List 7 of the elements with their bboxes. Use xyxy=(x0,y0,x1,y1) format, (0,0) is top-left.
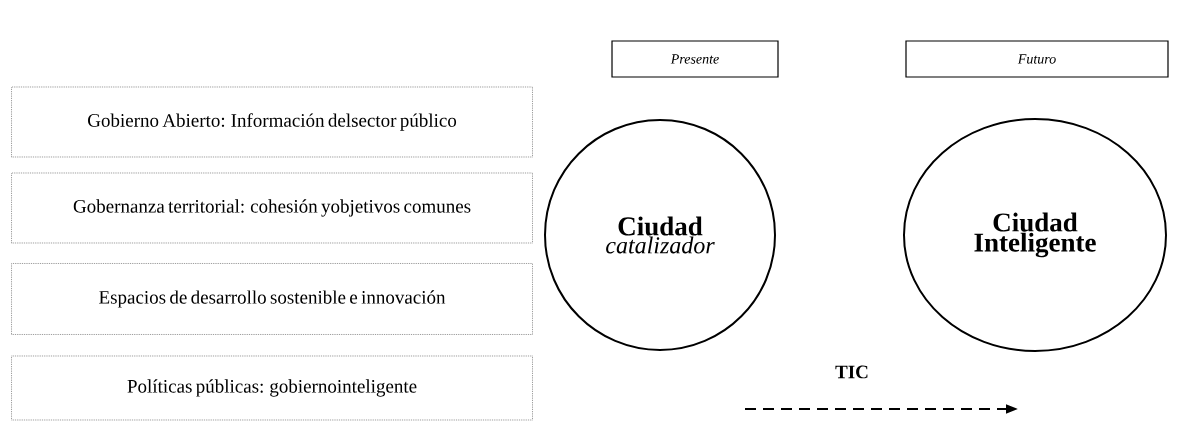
topic-box: Espacios de desarrollo sostenible e innovación xyxy=(11,263,533,335)
label-box: Futuro xyxy=(905,40,1169,78)
topic-box: Políticas públicas: gobiernointeligente xyxy=(11,355,533,421)
topic-box: Gobernanza territorial: cohesión yobjetivos comunes xyxy=(11,172,533,244)
label-box: Presente xyxy=(611,40,779,78)
arrow-label: TIC xyxy=(835,365,868,379)
topic-box: Gobierno Abierto: Información delsector público xyxy=(11,86,533,158)
